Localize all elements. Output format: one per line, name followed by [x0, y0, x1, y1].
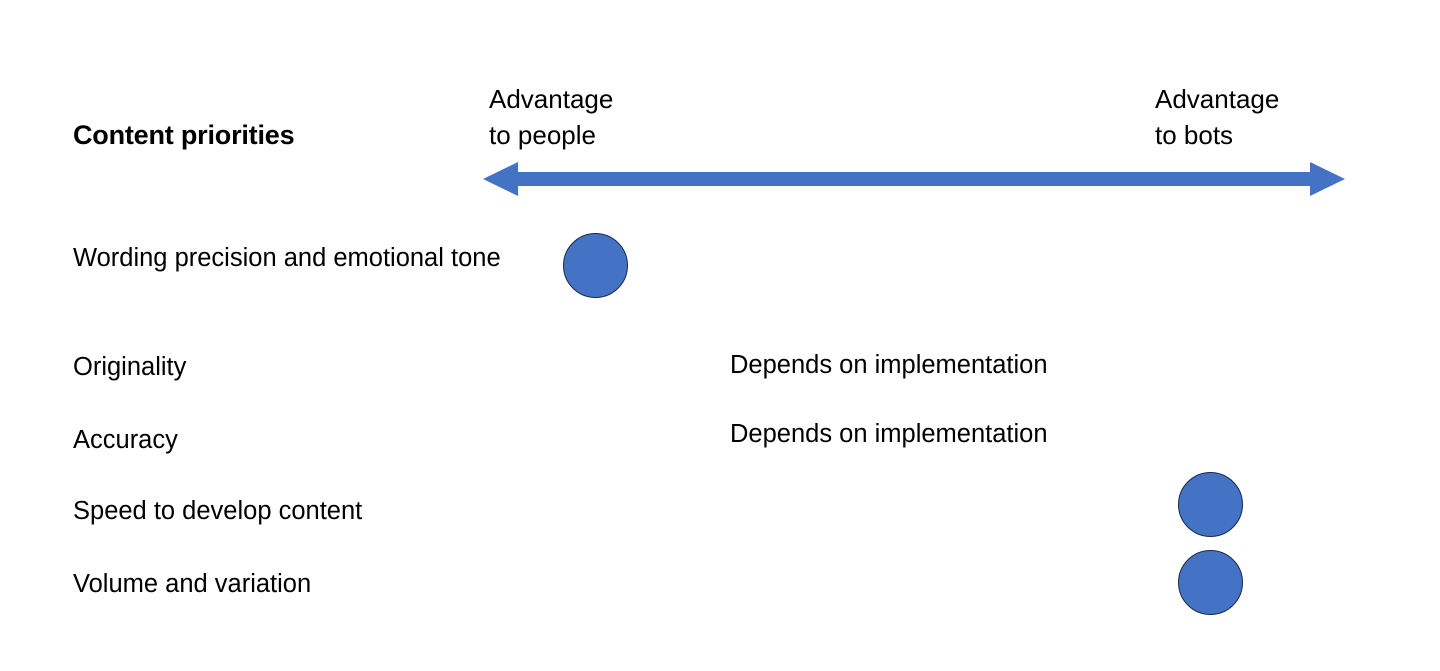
note-originality: Depends on implementation: [730, 351, 1048, 379]
note-accuracy: Depends on implementation: [730, 420, 1048, 448]
marker-volume-and-variation: [1178, 550, 1243, 615]
row-label-accuracy: Accuracy: [73, 426, 178, 454]
row-label-speed-to-develop-content: Speed to develop content: [73, 497, 363, 525]
row-label-volume-and-variation: Volume and variation: [73, 570, 312, 598]
row-label-wording-precision: Wording precision and emotional tone: [73, 244, 501, 272]
page-title: Content priorities: [73, 120, 295, 150]
double-headed-horizontal-arrow-icon: [483, 162, 1345, 196]
marker-speed-to-develop-content: [1178, 472, 1243, 537]
axis-label-right: Advantage to bots: [1155, 84, 1280, 150]
axis-label-left: Advantage to people: [489, 84, 614, 150]
marker-wording-precision: [563, 233, 628, 298]
row-label-originality: Originality: [73, 353, 187, 381]
